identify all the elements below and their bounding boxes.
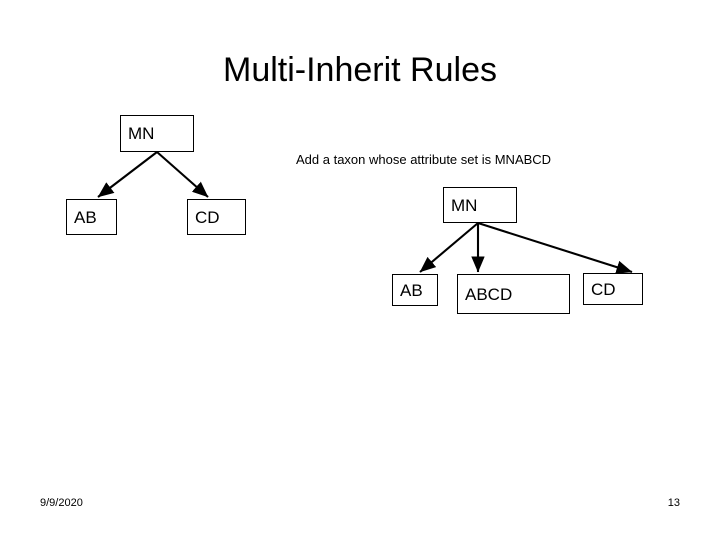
node-label: MN xyxy=(451,195,478,215)
node-label: ABCD xyxy=(465,284,513,304)
node-box-after-cd[interactable]: CD xyxy=(583,273,643,305)
arrow-mn-to-cd xyxy=(156,151,209,198)
node-box-before-cd[interactable]: CD xyxy=(187,199,246,235)
node-label: AB xyxy=(74,207,97,227)
page-title: Multi-Inherit Rules xyxy=(223,51,497,89)
node-box-before-mn[interactable]: MN xyxy=(120,115,194,152)
node-label: CD xyxy=(591,279,616,299)
node-label: AB xyxy=(400,280,423,300)
node-label: MN xyxy=(128,124,155,143)
node-label: CD xyxy=(195,207,220,227)
arrow-mn-to-ab xyxy=(419,222,479,273)
arrow-mn-to-ab xyxy=(97,151,158,198)
node-box-before-ab[interactable]: AB xyxy=(66,199,117,235)
arrow-mn-to-cd xyxy=(477,221,633,274)
footer-date: 9/9/2020 xyxy=(40,497,83,509)
footer-page-number: 13 xyxy=(667,497,680,509)
node-box-after-abcd[interactable]: ABCD xyxy=(457,274,570,314)
annotation-text: Add a taxon whose attribute set is MNABC… xyxy=(296,152,552,167)
node-box-after-ab[interactable]: AB xyxy=(392,274,438,306)
node-box-after-mn[interactable]: MN xyxy=(443,187,517,223)
